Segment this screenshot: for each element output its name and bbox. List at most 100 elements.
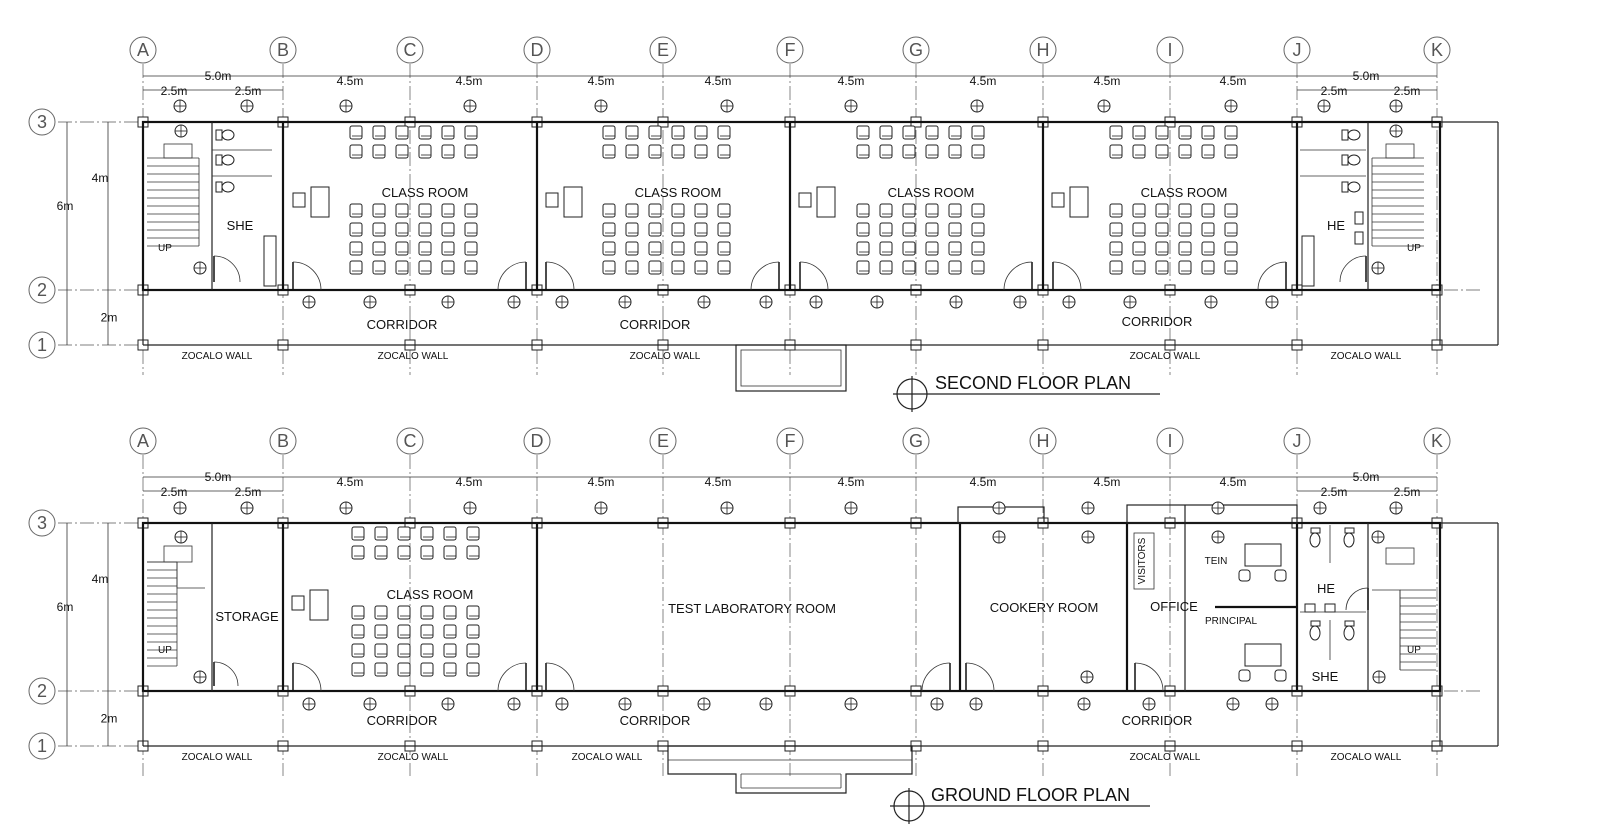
student-desk <box>879 203 893 218</box>
student-desk <box>466 605 480 620</box>
toilet-tank <box>1344 527 1355 534</box>
student-desk <box>971 260 985 275</box>
student-desk <box>902 144 916 159</box>
student-desk <box>395 222 409 237</box>
urinal <box>1354 211 1364 225</box>
grid-label: 1 <box>37 335 47 355</box>
grid-label: A <box>137 40 149 60</box>
student-desk <box>856 222 870 237</box>
dimension-label: 4.5m <box>970 74 997 88</box>
student-desk <box>374 643 388 658</box>
dimension-label: 5.0m <box>1353 470 1380 484</box>
ground-floor-title: GROUND FLOOR PLAN <box>931 785 1130 805</box>
student-desk <box>395 203 409 218</box>
door-swing <box>1257 261 1287 291</box>
student-desk <box>902 222 916 237</box>
dimension-label: 4.5m <box>705 74 732 88</box>
toilet-bowl <box>1309 625 1321 641</box>
grid-label: K <box>1431 40 1443 60</box>
student-desk <box>374 526 388 541</box>
student-desk <box>879 222 893 237</box>
student-desk <box>971 125 985 140</box>
student-desk <box>466 643 480 658</box>
teacher-chair <box>545 192 559 208</box>
student-desk <box>602 241 616 256</box>
student-desk <box>1201 144 1215 159</box>
door-swing <box>545 662 575 692</box>
office-chair <box>1274 669 1287 682</box>
grid-label: A <box>137 431 149 451</box>
dimension-label: 4.5m <box>588 475 615 489</box>
principal-label: PRINCIPAL <box>1205 616 1257 627</box>
teacher-table <box>1069 186 1089 218</box>
cookery-room-label: COOKERY ROOM <box>990 600 1099 615</box>
grid-label: I <box>1167 431 1172 451</box>
door-swing <box>213 255 241 283</box>
dimension-label: 2.5m <box>1394 84 1421 98</box>
student-desk <box>602 222 616 237</box>
student-desk <box>441 222 455 237</box>
dimension-label: 4.5m <box>337 475 364 489</box>
student-desk <box>1109 241 1123 256</box>
grid-bubble <box>28 276 56 304</box>
entrance-planter <box>735 344 847 392</box>
teacher-chair <box>291 595 305 611</box>
student-desk <box>671 260 685 275</box>
corridor-label: CORRIDOR <box>620 317 691 332</box>
student-desk <box>902 260 916 275</box>
student-desk <box>1178 144 1192 159</box>
student-desk <box>395 260 409 275</box>
grid-label: E <box>657 40 669 60</box>
grid-bubble <box>28 732 56 760</box>
dimension-label: 4.5m <box>456 475 483 489</box>
student-desk <box>1132 125 1146 140</box>
dimension-label: 2.5m <box>235 84 262 98</box>
student-desk <box>717 125 731 140</box>
dimension-label: 4.5m <box>838 74 865 88</box>
classroom-label: CLASS ROOM <box>1141 185 1228 200</box>
dimension-label: 4m <box>92 171 109 185</box>
toilet-tank <box>1310 620 1321 627</box>
student-desk <box>372 144 386 159</box>
student-desk <box>671 222 685 237</box>
student-desk <box>372 241 386 256</box>
dimension-label: 2.5m <box>1394 485 1421 499</box>
student-desk <box>395 125 409 140</box>
stair-landing <box>1385 143 1415 159</box>
grid-bubble <box>649 427 677 455</box>
student-desk <box>464 125 478 140</box>
student-desk <box>694 241 708 256</box>
door-swing <box>799 261 829 291</box>
student-desk <box>397 662 411 677</box>
student-desk <box>1178 125 1192 140</box>
door-swing <box>1052 261 1082 291</box>
student-desk <box>948 203 962 218</box>
classroom-label: CLASS ROOM <box>382 185 469 200</box>
corridor-label: CORRIDOR <box>620 713 691 728</box>
student-desk <box>349 260 363 275</box>
student-desk <box>648 241 662 256</box>
student-desk <box>464 203 478 218</box>
student-desk <box>856 144 870 159</box>
dimension-label: 4.5m <box>1220 74 1247 88</box>
grid-bubble <box>776 36 804 64</box>
door-swing <box>497 662 527 692</box>
student-desk <box>1201 260 1215 275</box>
dimension-label: 5.0m <box>205 470 232 484</box>
student-desk <box>648 222 662 237</box>
toilet-tank <box>215 154 223 166</box>
grid-bubble <box>1156 427 1184 455</box>
dimension-label: 6m <box>57 600 74 614</box>
student-desk <box>374 624 388 639</box>
ground-floor-outer-wall <box>141 521 1442 693</box>
student-desk <box>397 526 411 541</box>
grid-bubble <box>776 427 804 455</box>
dimension-label: 2m <box>101 712 118 726</box>
student-desk <box>374 662 388 677</box>
student-desk <box>671 241 685 256</box>
dimension-label: 2.5m <box>161 84 188 98</box>
teacher-table <box>816 186 836 218</box>
